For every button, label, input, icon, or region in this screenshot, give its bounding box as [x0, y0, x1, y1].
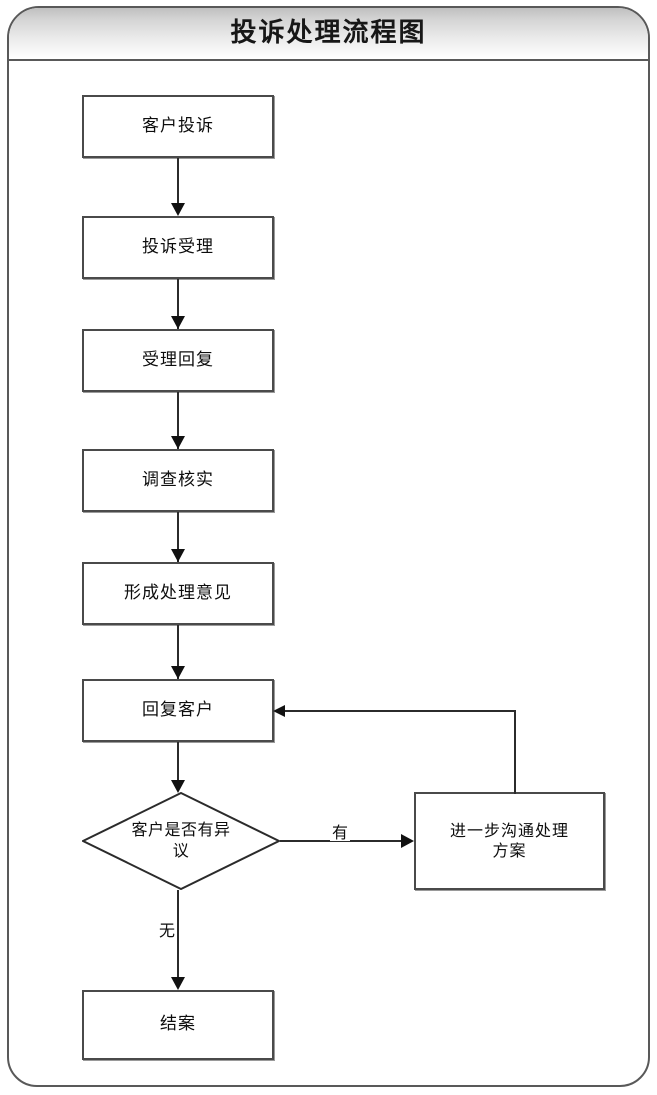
arrowhead-n7-n9: [171, 977, 185, 990]
connector-n1-n2: [177, 158, 179, 208]
node-label: 投诉受理: [142, 236, 214, 257]
page-title: 投诉处理流程图: [230, 17, 427, 48]
node-label: 客户投诉: [142, 115, 214, 136]
node-label: 进一步沟通处理 方案: [449, 821, 569, 860]
arrowhead-n8-n6: [273, 705, 285, 717]
node-decision-customer-objection[interactable]: 客户是否有异 议: [82, 792, 280, 890]
connector-n6-n7: [177, 742, 179, 790]
node-label: 受理回复: [142, 349, 214, 370]
diamond-shape: [82, 792, 280, 890]
connector-n4-n5: [177, 512, 179, 562]
edge-label-no: 无: [157, 921, 178, 940]
node-further-communication-plan[interactable]: 进一步沟通处理 方案: [414, 792, 605, 890]
arrowhead-n7-n8: [401, 834, 414, 848]
node-investigation-verification[interactable]: 调查核实: [82, 449, 274, 512]
diagram-title-bar: 投诉处理流程图: [9, 8, 648, 61]
node-label: 客户是否有异 议: [131, 820, 231, 860]
node-case-closed[interactable]: 结案: [82, 990, 274, 1060]
node-complaint-acceptance[interactable]: 投诉受理: [82, 216, 274, 279]
node-label: 回复客户: [142, 699, 214, 720]
node-acceptance-reply[interactable]: 受理回复: [82, 329, 274, 392]
node-label: 结案: [160, 1014, 196, 1035]
node-customer-complaint[interactable]: 客户投诉: [82, 95, 274, 158]
node-label: 形成处理意见: [124, 582, 232, 603]
connector-n7-n9: [177, 890, 179, 986]
connector-n3-n4: [177, 392, 179, 449]
arrowhead-n6-n7: [171, 780, 185, 793]
connector-n2-n3: [177, 279, 179, 329]
node-reply-to-customer[interactable]: 回复客户: [82, 679, 274, 742]
connector-n8-feedback-horizontal: [281, 710, 516, 712]
node-label: 调查核实: [142, 469, 214, 490]
edge-label-yes: 有: [330, 823, 351, 842]
arrowhead-n2-n3: [171, 316, 185, 329]
connector-n5-n6: [177, 625, 179, 679]
connector-n7-n8: [280, 840, 402, 842]
arrowhead-n1-n2: [171, 203, 185, 216]
diagram-frame: 投诉处理流程图 客户投诉 投诉受理 受理回复 调查核实: [7, 6, 650, 1087]
node-form-handling-opinion[interactable]: 形成处理意见: [82, 562, 274, 625]
connector-n8-feedback-vertical: [514, 710, 516, 794]
arrowhead-n3-n4: [171, 436, 185, 449]
arrowhead-n5-n6: [171, 666, 185, 679]
arrowhead-n4-n5: [171, 549, 185, 562]
